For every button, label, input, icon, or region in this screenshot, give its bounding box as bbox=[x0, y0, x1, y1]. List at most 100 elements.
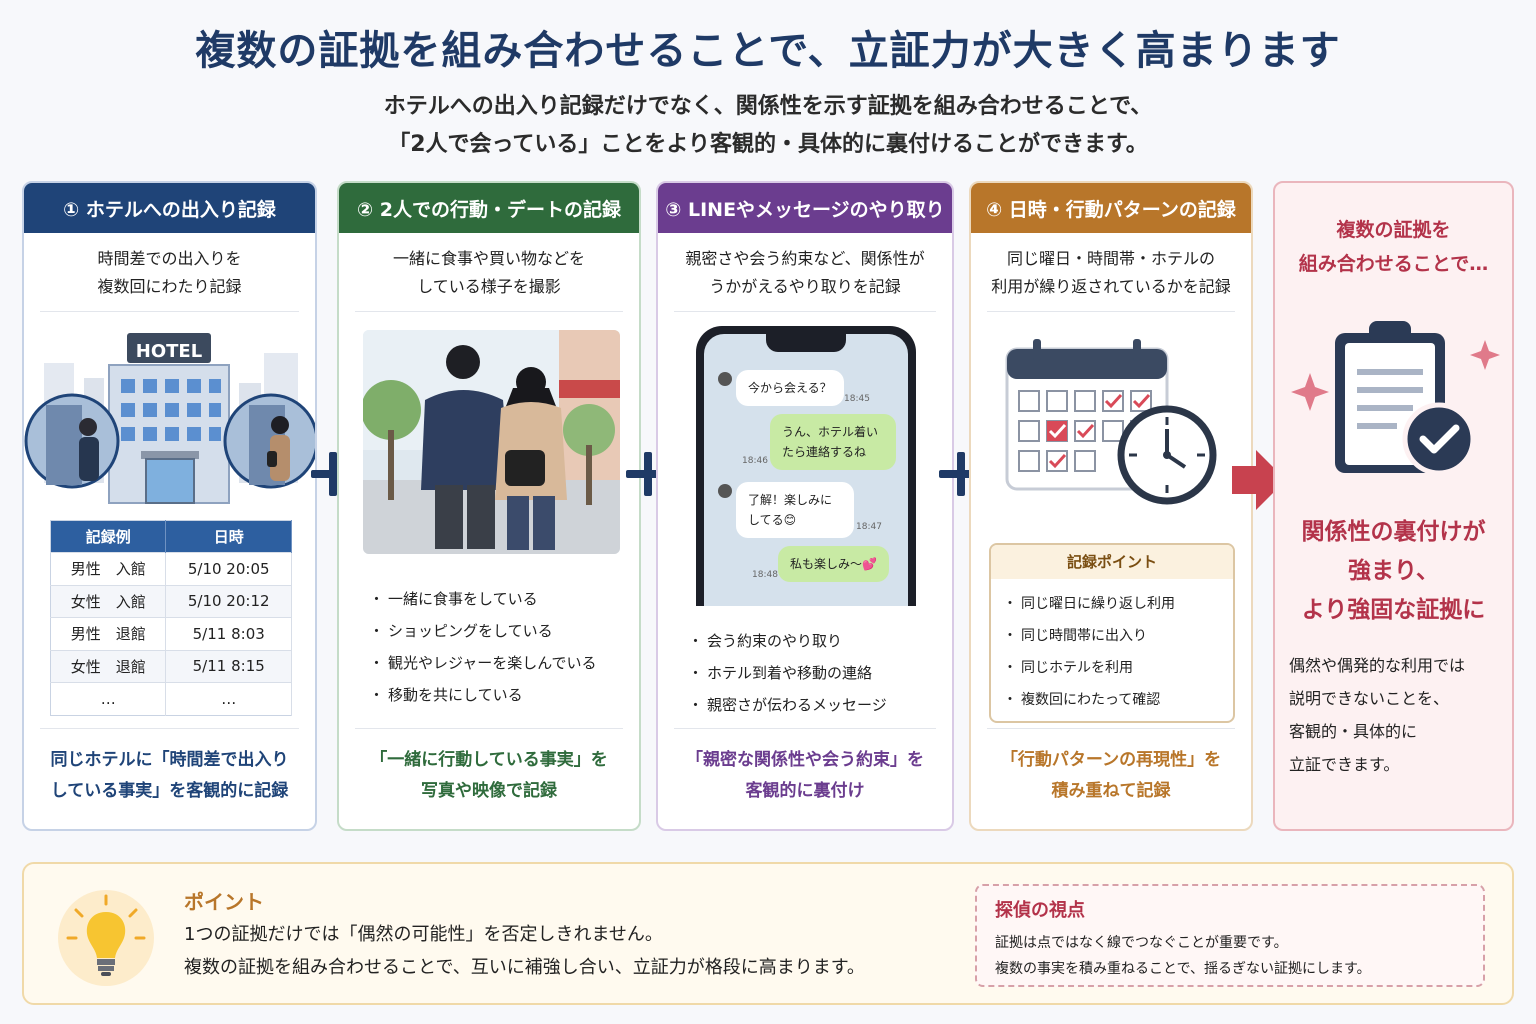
card-3-desc-line: 親密さや会う約束など、関係性が bbox=[685, 249, 925, 268]
divider bbox=[674, 311, 936, 312]
table-cell: 男性 退館 bbox=[50, 617, 167, 650]
card-3-summary-line: 「親密な関係性や会う約束」を bbox=[686, 750, 924, 770]
card-pattern-records: ④ 日時・行動パターンの記録 同じ曜日・時間帯・ホテルの 利用が繰り返されている… bbox=[969, 181, 1253, 831]
chat-timestamp: 18:46 bbox=[742, 456, 768, 466]
page-subtitle: ホテルへの出入り記録だけでなく、関係性を示す証拠を組み合わせることで、 「2人で… bbox=[0, 88, 1536, 164]
smartphone: 今から会える？ 18:45 うん、ホテル着いたら連絡するね 18:46 了解！楽… bbox=[696, 326, 916, 606]
detective-view-box: 探偵の視点 証拠は点ではなく線でつなぐことが重要です。 複数の事実を積み重ねるこ… bbox=[975, 884, 1485, 987]
card-2-desc-line: している様子を撮影 bbox=[417, 277, 561, 296]
plus-icon bbox=[939, 452, 983, 496]
plus-icon bbox=[626, 452, 670, 496]
detective-line-2: 複数の事実を積み重ねることで、揺るぎない証拠にします。 bbox=[995, 961, 1371, 977]
result-emphasis-line: 強まり、 bbox=[1347, 558, 1440, 584]
result-emphasis-line: 関係性の裏付けが bbox=[1301, 519, 1486, 545]
avatar bbox=[718, 372, 732, 386]
record-points-box: 記録ポイント 同じ曜日に繰り返し利用 同じ時間帯に出入り 同じホテルを利用 複数… bbox=[989, 543, 1235, 723]
card-4-description: 同じ曜日・時間帯・ホテルの 利用が繰り返されているかを記録 bbox=[971, 233, 1251, 361]
phone-screen: 今から会える？ 18:45 うん、ホテル着いたら連絡するね 18:46 了解！楽… bbox=[704, 334, 908, 606]
card-1-heading: ① ホテルへの出入り記録 bbox=[24, 183, 315, 233]
card-1-summary-line: 同じホテルに「時間差で出入り bbox=[50, 750, 289, 770]
result-body-line: 偶然や偶発的な利用では bbox=[1289, 656, 1466, 675]
card-2-description: 一緒に食事や買い物などを している様子を撮影 bbox=[339, 233, 639, 361]
subtitle-line-1: ホテルへの出入り記録だけでなく、関係性を示す証拠を組み合わせることで、 bbox=[383, 94, 1153, 119]
card-4-summary-line: 積み重ねて記録 bbox=[1051, 781, 1171, 801]
result-intro: 複数の証拠を 組み合わせることで… bbox=[1275, 213, 1512, 281]
chat-bubble-sent: 私も楽しみ〜💕 bbox=[778, 546, 889, 582]
list-item: 同じ時間帯に出入り bbox=[1003, 619, 1175, 651]
plus-icon bbox=[311, 452, 355, 496]
list-item: 複数回にわたって確認 bbox=[1003, 683, 1175, 715]
result-emphasis-line: より強固な証拠に bbox=[1301, 597, 1486, 623]
subtitle-line-2: 「2人で会っている」ことをより客観的・具体的に裏付けることができます。 bbox=[388, 132, 1148, 157]
card-2-heading: ② 2人での行動・デートの記録 bbox=[339, 183, 639, 233]
list-item: ホテル到着や移動の連絡 bbox=[688, 656, 887, 688]
table-cell: 5/10 20:12 bbox=[165, 584, 292, 618]
chat-bubble-received: 了解！楽しみにしてる😊 bbox=[736, 482, 854, 538]
card-4-desc-line: 同じ曜日・時間帯・ホテルの bbox=[1006, 249, 1215, 268]
phone-notch bbox=[766, 334, 846, 352]
lightbulb-icon bbox=[58, 890, 154, 986]
list-item: 同じホテルを利用 bbox=[1003, 651, 1175, 683]
table-cell: 女性 退館 bbox=[50, 649, 167, 683]
card-3-desc-line: うかがえるやり取りを記録 bbox=[709, 277, 901, 296]
table-header-cell: 記録例 bbox=[50, 520, 167, 553]
point-line-2: 複数の証拠を組み合わせることで、互いに補強し合い、立証力が格段に高まります。 bbox=[184, 957, 865, 978]
result-emphasis: 関係性の裏付けが 強まり、 より強固な証拠に bbox=[1275, 513, 1512, 630]
chat-bubble-sent: うん、ホテル着いたら連絡するね bbox=[770, 414, 896, 470]
list-item: 一緒に食事をしている bbox=[369, 582, 597, 614]
divider bbox=[40, 728, 299, 729]
table-cell: 5/11 8:03 bbox=[165, 617, 292, 650]
card-hotel-records: ① ホテルへの出入り記録 時間差での出入りを 複数回にわたり記録 HOTEL 記… bbox=[22, 181, 317, 831]
chat-timestamp: 18:47 bbox=[856, 522, 882, 532]
table-header-row: 記録例 日時 bbox=[50, 520, 292, 553]
chat-timestamp: 18:48 bbox=[752, 570, 778, 580]
card-1-description: 時間差での出入りを 複数回にわたり記録 bbox=[24, 233, 315, 361]
card-2-summary-line: 「一緒に行動している事実」を bbox=[370, 750, 608, 770]
card-1-desc-line: 時間差での出入りを bbox=[97, 249, 242, 268]
chat-timestamp: 18:45 bbox=[844, 394, 870, 404]
divider bbox=[40, 311, 299, 312]
divider bbox=[674, 728, 936, 729]
arrow-right-icon bbox=[1232, 450, 1286, 510]
list-item: 移動を共にしている bbox=[369, 678, 597, 710]
couple-photo bbox=[363, 330, 620, 554]
table-cell: 5/11 8:15 bbox=[165, 649, 292, 683]
list-item: 同じ曜日に繰り返し利用 bbox=[1003, 587, 1175, 619]
hotel-sign-label: HOTEL bbox=[135, 341, 203, 362]
result-body: 偶然や偶発的な利用では 説明できないことを、 客観的・具体的に 立証できます。 bbox=[1289, 649, 1465, 781]
divider bbox=[355, 311, 623, 312]
card-2-summary: 「一緒に行動している事実」を 写真や映像で記録 bbox=[339, 745, 639, 807]
list-item: ショッピングをしている bbox=[369, 614, 597, 646]
list-item: 観光やレジャーを楽しんでいる bbox=[369, 646, 597, 678]
table-header-cell: 日時 bbox=[165, 520, 292, 553]
card-1-desc-line: 複数回にわたり記録 bbox=[97, 277, 242, 296]
list-item: 親密さが伝わるメッセージ bbox=[688, 688, 887, 720]
calendar-clock-icon bbox=[1005, 339, 1217, 505]
list-item: 会う約束のやり取り bbox=[688, 624, 887, 656]
card-4-heading: ④ 日時・行動パターンの記録 bbox=[971, 183, 1251, 233]
table-cell: 女性 入館 bbox=[50, 584, 167, 618]
hotel-illustration bbox=[24, 333, 315, 504]
point-title: ポイント bbox=[184, 890, 264, 914]
card-4-desc-line: 利用が繰り返されているかを記録 bbox=[991, 277, 1231, 296]
card-4-bullets: 同じ曜日に繰り返し利用 同じ時間帯に出入り 同じホテルを利用 複数回にわたって確… bbox=[1003, 587, 1175, 715]
divider bbox=[987, 728, 1235, 729]
divider bbox=[355, 728, 623, 729]
table-cell: 男性 入館 bbox=[50, 552, 167, 585]
card-2-bullets: 一緒に食事をしている ショッピングをしている 観光やレジャーを楽しんでいる 移動… bbox=[369, 582, 597, 710]
result-body-line: 客観的・具体的に bbox=[1289, 722, 1418, 741]
result-intro-line: 組み合わせることで… bbox=[1298, 253, 1489, 275]
chat-bubble-received: 今から会える？ bbox=[736, 370, 844, 406]
table-cell: 5/10 20:05 bbox=[165, 552, 292, 585]
card-3-summary: 「親密な関係性や会う約束」を 客観的に裏付け bbox=[658, 745, 952, 807]
card-message-records: ③ LINEやメッセージのやり取り 親密さや会う約束など、関係性が うかがえるや… bbox=[656, 181, 954, 831]
result-card: 複数の証拠を 組み合わせることで… 関係性の裏付けが 強まり、 より強固な証拠に… bbox=[1273, 181, 1514, 831]
card-2-desc-line: 一緒に食事や買い物などを bbox=[392, 249, 585, 268]
table-cell: … bbox=[50, 682, 167, 715]
point-box: ポイント 1つの証拠だけでは「偶然の可能性」を否定しきれません。 複数の証拠を組… bbox=[22, 862, 1514, 1005]
result-body-line: 説明できないことを、 bbox=[1289, 689, 1450, 708]
